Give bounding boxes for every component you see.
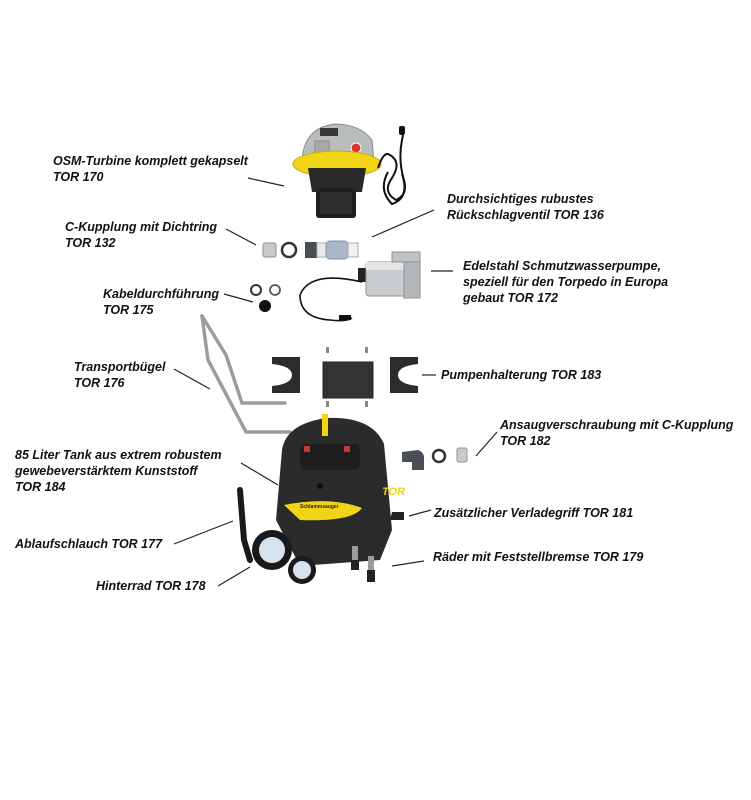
- callout-line: Ablaufschlauch TOR 177: [15, 537, 163, 551]
- callout-line: TOR 176: [74, 376, 125, 390]
- valve-and-coupling-illustration: [262, 240, 359, 260]
- callout-line: Durchsichtiges rubustes: [447, 192, 594, 206]
- callout-grip: Zusätzlicher Verladegriff TOR 181: [434, 505, 633, 521]
- handle-illustration: [200, 314, 292, 434]
- callout-pump: Edelstahl Schmutzwasserpumpe, speziell f…: [463, 258, 668, 306]
- leader-valve: [371, 209, 435, 238]
- callout-pump-holder: Pumpenhalterung TOR 183: [441, 367, 601, 383]
- pump-illustration: [299, 251, 421, 322]
- tank-sticker-text: Schlammsauger: [300, 504, 339, 510]
- leader-coupling: [225, 228, 257, 246]
- callout-cable-gland: Kabeldurchführung TOR 175: [103, 286, 219, 318]
- callout-line: Kabeldurchführung: [103, 287, 219, 301]
- callout-line: TOR 184: [15, 480, 66, 494]
- intake-illustration: [402, 447, 468, 470]
- tank-brand-text: TOR: [382, 486, 406, 498]
- tank-illustration: [237, 414, 404, 584]
- callout-intake: Ansaugverschraubung mit C-Kupplung TOR 1…: [500, 417, 733, 449]
- callout-line: TOR 175: [103, 303, 154, 317]
- leader-casters: [391, 560, 425, 567]
- callout-handle: Transportbügel TOR 176: [74, 359, 165, 391]
- leader-lines: [173, 177, 498, 587]
- callout-tank: 85 Liter Tank aus extrem robustem gewebe…: [15, 447, 222, 495]
- cable-gland-illustration: [250, 284, 281, 312]
- callout-line: speziell für den Torpedo in Europa: [463, 275, 669, 289]
- leader-grip: [408, 509, 432, 517]
- callout-line: TOR 170: [53, 170, 104, 184]
- callout-turbine: OSM-Turbine komplett gekapselt TOR 170: [53, 153, 248, 185]
- callout-casters: Räder mit Feststellbremse TOR 179: [433, 549, 643, 565]
- leader-cable-gland: [223, 293, 254, 303]
- leader-intake: [475, 431, 498, 457]
- callout-line: Räder mit Feststellbremse TOR 179: [433, 550, 644, 564]
- callout-line: Ansaugverschraubung mit C-Kupplung: [500, 418, 734, 432]
- callout-line: gewebeverstärktem Kunststoff: [15, 464, 198, 478]
- callout-valve: Durchsichtiges rubustes Rückschlagventil…: [447, 191, 604, 223]
- callout-drain-hose: Ablaufschlauch TOR 177: [15, 536, 162, 552]
- callout-rear-wheel: Hinterrad TOR 178: [96, 578, 206, 594]
- leader-tank: [240, 462, 279, 486]
- callout-line: Hinterrad TOR 178: [96, 579, 206, 593]
- pump-holder-illustration: [272, 347, 418, 407]
- callout-line: Zusätzlicher Verladegriff TOR 181: [434, 506, 634, 520]
- callout-line: 85 Liter Tank aus extrem robustem: [15, 448, 222, 462]
- callout-line: C-Kupplung mit Dichtring: [65, 220, 218, 234]
- callout-line: gebaut TOR 172: [463, 291, 558, 305]
- callout-line: Transportbügel: [74, 360, 166, 374]
- turbine-illustration: [292, 123, 406, 218]
- leader-handle: [173, 368, 211, 390]
- callout-line: TOR 182: [500, 434, 551, 448]
- callout-line: Rückschlagventil TOR 136: [447, 208, 604, 222]
- callout-line: Pumpenhalterung TOR 183: [441, 368, 602, 382]
- leader-rear-wheel: [217, 566, 251, 587]
- leader-turbine: [247, 177, 285, 187]
- callout-line: Edelstahl Schmutzwasserpumpe,: [463, 259, 661, 273]
- callout-line: TOR 132: [65, 236, 116, 250]
- callout-coupling: C-Kupplung mit Dichtring TOR 132: [65, 219, 217, 251]
- callout-line: OSM-Turbine komplett gekapselt: [53, 154, 248, 168]
- leader-drain-hose: [173, 520, 234, 545]
